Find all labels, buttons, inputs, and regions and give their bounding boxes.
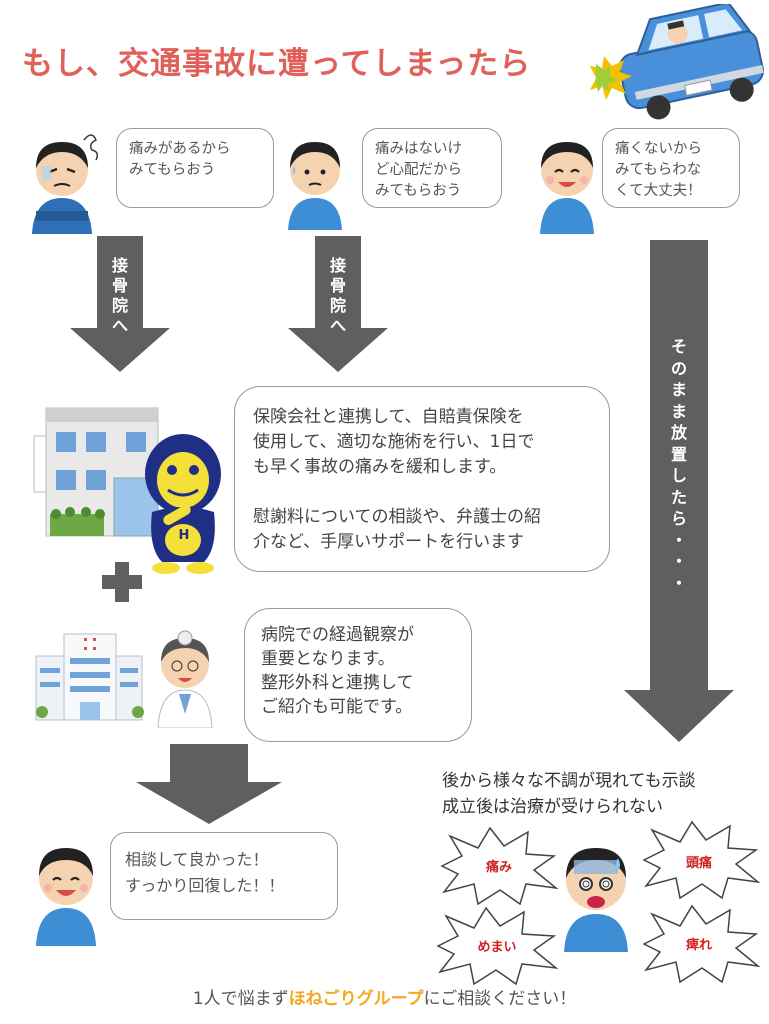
mascot-badge: H [178, 528, 190, 543]
footer-text-post: にご相談ください！ [423, 989, 577, 1009]
person-sick-illustration [564, 848, 628, 952]
speech-bubble-result: 相談して良かった！ すっかり回復した！！ [110, 832, 338, 920]
speech-bubble-pain: 痛みがあるから みてもらおう [116, 128, 274, 208]
down-arrow-neglect [624, 240, 734, 742]
person-worried-illustration [288, 142, 342, 230]
symptom-burst-pain [440, 826, 559, 906]
person-recovered-illustration [36, 848, 96, 946]
speech-bubble-worry: 痛みはないけ ど心配だから みてもらおう [362, 128, 502, 208]
down-arrow-clinic-2 [288, 236, 388, 372]
symptom-burst-dizziness [436, 906, 559, 986]
arrow-label-neglect: そ の ま ま 放 置 し た ら ・ ・ ・ [670, 337, 687, 593]
hospital-description-box: 病院での経過観察が 重要となります。 整形外科と連携して ご紹介も可能です。 [244, 608, 472, 742]
clinic-description-box: 保険会社と連携して、自賠責保険を 使用して、適切な施術を行い、1日で も早く事故… [234, 386, 610, 572]
clinic-building-illustration [33, 407, 159, 537]
down-arrow-clinic-1 [70, 236, 170, 372]
car-crash-illustration [590, 4, 764, 120]
plus-icon [102, 562, 142, 602]
down-arrow-result [136, 744, 282, 824]
symptom-label-headache: 頭痛 [685, 856, 712, 871]
symptom-label-numbness: 痺れ [685, 938, 712, 953]
gorilla-mascot-illustration [145, 434, 221, 574]
speech-bubble-fine: 痛くないから みてもらわな くて大丈夫！ [602, 128, 740, 208]
brand-name: ほねごりグループ [288, 989, 424, 1009]
person-fine-illustration [540, 142, 594, 234]
symptom-burst-numbness [642, 904, 761, 984]
doctor-illustration [157, 630, 213, 728]
hospital-building-illustration [35, 633, 144, 721]
arrow-label-clinic-2: 接 骨 院 へ [329, 256, 346, 335]
symptom-label-dizziness: めまい [477, 940, 517, 955]
footer-text-pre: 1人で悩まず [192, 989, 289, 1009]
symptom-label-pain: 痛み [485, 860, 512, 875]
symptom-burst-headache [642, 820, 761, 900]
warning-text: 後から様々な不調が現れても示談 成立後は治療が受けられない [442, 771, 696, 817]
arrow-label-clinic-1: 接 骨 院 へ [111, 256, 128, 335]
person-pain-illustration [32, 134, 99, 234]
footer-message: 1人で悩まずほねごりグループにご相談ください！ [0, 984, 769, 1009]
page-title: もし、交通事故に遭ってしまったら [22, 46, 532, 82]
